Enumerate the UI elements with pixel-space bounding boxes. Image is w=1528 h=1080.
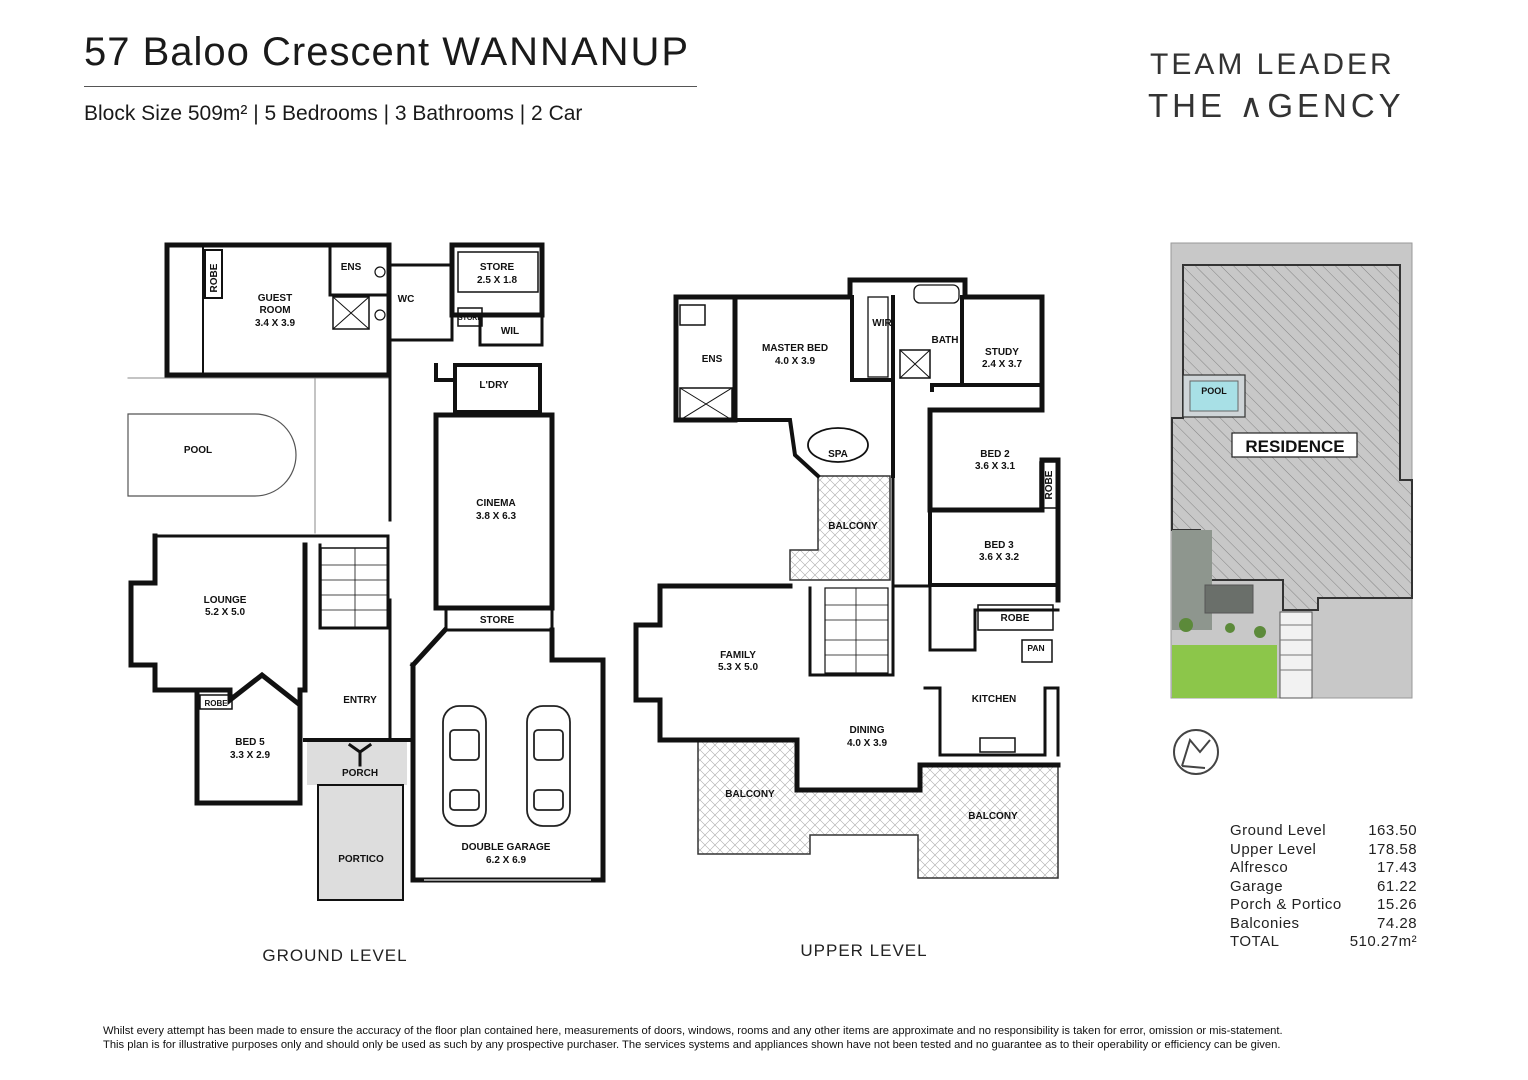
area-label: Balconies bbox=[1230, 914, 1300, 932]
robe-bed2-label: ROBE bbox=[1044, 470, 1055, 499]
area-value: 510.27m² bbox=[1349, 933, 1418, 950]
store-small-label: STORE bbox=[458, 315, 482, 322]
family-label: FAMILY bbox=[720, 650, 756, 661]
dining-label: DINING bbox=[850, 725, 885, 736]
area-row: TOTAL 510.27m² bbox=[1230, 933, 1417, 952]
dining-dims: 4.0 X 3.9 bbox=[847, 738, 887, 749]
ens-upper-label: ENS bbox=[702, 354, 723, 365]
title-rule bbox=[84, 86, 697, 87]
store-mid-label: STORE bbox=[480, 615, 515, 626]
family-dims: 5.3 X 5.0 bbox=[718, 662, 758, 673]
balcony-right-label: BALCONY bbox=[968, 811, 1018, 822]
porch-label: PORCH bbox=[342, 768, 378, 779]
area-label: Ground Level bbox=[1230, 822, 1327, 839]
lounge-dims: 5.2 X 5.0 bbox=[205, 607, 245, 618]
ground-level-plan bbox=[127, 242, 606, 901]
robe-bed5-label: ROBE bbox=[204, 699, 228, 708]
bath-label: BATH bbox=[931, 335, 958, 346]
garage-dims: 6.2 X 6.9 bbox=[486, 855, 526, 866]
area-label: Upper Level bbox=[1230, 840, 1317, 858]
store-top-dims: 2.5 X 1.8 bbox=[477, 275, 517, 286]
area-value: 61.22 bbox=[1377, 877, 1418, 895]
area-row: Ground Level 163.50 bbox=[1230, 822, 1417, 841]
master-bed-dims: 4.0 X 3.9 bbox=[775, 356, 815, 367]
spa-label: SPA bbox=[828, 449, 848, 460]
area-label: Garage bbox=[1230, 877, 1284, 895]
cinema-label: CINEMA bbox=[476, 498, 515, 509]
area-value: 178.58 bbox=[1368, 840, 1418, 858]
brand-line-1: TEAM LEADER bbox=[1150, 48, 1395, 81]
wir-label: WIR bbox=[872, 318, 892, 329]
bed2-label: BED 2 bbox=[980, 449, 1010, 460]
entry-label: ENTRY bbox=[343, 695, 377, 706]
area-value: 15.26 bbox=[1377, 896, 1418, 913]
guest-room-dims: 3.4 X 3.9 bbox=[255, 318, 295, 329]
area-row: Alfresco 17.43 bbox=[1230, 859, 1417, 878]
wc-label: WC bbox=[398, 294, 415, 305]
kitchen-label: KITCHEN bbox=[972, 694, 1016, 705]
disclaimer: Whilst every attempt has been made to en… bbox=[103, 1024, 1283, 1052]
suburb: WANNANUP bbox=[442, 30, 691, 74]
area-row: Garage 61.22 bbox=[1230, 878, 1417, 897]
area-label: Porch & Portico bbox=[1230, 896, 1342, 913]
site-pool-label: POOL bbox=[1201, 386, 1227, 396]
ground-level-caption: GROUND LEVEL bbox=[262, 946, 407, 965]
area-value: 163.50 bbox=[1368, 822, 1418, 839]
balcony-left-label: BALCONY bbox=[725, 789, 775, 800]
study-label: STUDY bbox=[985, 347, 1019, 358]
area-label: Alfresco bbox=[1230, 859, 1289, 876]
property-address: 57 Baloo Crescent WANNANUP bbox=[84, 30, 690, 75]
residence-label: RESIDENCE bbox=[1245, 437, 1344, 456]
robe-guest-label: ROBE bbox=[209, 263, 220, 292]
master-bed-label: MASTER BED bbox=[762, 343, 828, 354]
bed3-label: BED 3 bbox=[984, 540, 1014, 551]
balcony-mid-label: BALCONY bbox=[828, 521, 878, 532]
guest-room-label-2: ROOM bbox=[259, 305, 290, 316]
area-row: Balconies 74.28 bbox=[1230, 915, 1417, 934]
ground-room-labels: ROBE GUEST ROOM 3.4 X 3.9 ENS WC STORE 2… bbox=[184, 262, 551, 866]
cinema-dims: 3.8 X 6.3 bbox=[476, 511, 516, 522]
street: 57 Baloo Crescent bbox=[84, 30, 431, 74]
disclaimer-line-1: Whilst every attempt has been made to en… bbox=[103, 1025, 1283, 1037]
pool-label: POOL bbox=[184, 445, 212, 456]
study-dims: 2.4 X 3.7 bbox=[982, 359, 1022, 370]
area-row: Porch & Portico 15.26 bbox=[1230, 896, 1417, 915]
property-specs: Block Size 509m² | 5 Bedrooms | 3 Bathro… bbox=[84, 102, 583, 125]
ens-ground-label: ENS bbox=[341, 262, 362, 273]
portico-label: PORTICO bbox=[338, 854, 384, 865]
brand-line-2: THE ∧GENCY bbox=[1148, 87, 1405, 124]
store-top-label: STORE bbox=[480, 262, 515, 273]
site-plan bbox=[1170, 242, 1413, 775]
laundry-label: L'DRY bbox=[479, 380, 509, 391]
bed3-dims: 3.6 X 3.2 bbox=[979, 552, 1019, 563]
area-value: 74.28 bbox=[1377, 914, 1418, 932]
pantry-label: PAN bbox=[1027, 643, 1044, 653]
area-value: 17.43 bbox=[1377, 859, 1418, 876]
upper-level-caption: UPPER LEVEL bbox=[800, 941, 927, 960]
bed5-label: BED 5 bbox=[235, 737, 265, 748]
wil-label: WIL bbox=[501, 326, 519, 337]
lounge-label: LOUNGE bbox=[204, 595, 247, 606]
bed2-dims: 3.6 X 3.1 bbox=[975, 461, 1015, 472]
area-label: TOTAL bbox=[1230, 933, 1280, 950]
guest-room-label: GUEST bbox=[258, 293, 292, 304]
area-row: Upper Level 178.58 bbox=[1230, 841, 1417, 860]
disclaimer-line-2: This plan is for illustrative purposes o… bbox=[103, 1039, 1281, 1051]
robe-bed3-label: ROBE bbox=[1001, 613, 1030, 624]
upper-level-plan bbox=[633, 277, 1061, 879]
bed5-dims: 3.3 X 2.9 bbox=[230, 750, 270, 761]
upper-room-labels: ENS MASTER BED 4.0 X 3.9 WIR BATH STUDY … bbox=[702, 318, 1055, 822]
garage-label: DOUBLE GARAGE bbox=[462, 842, 551, 853]
